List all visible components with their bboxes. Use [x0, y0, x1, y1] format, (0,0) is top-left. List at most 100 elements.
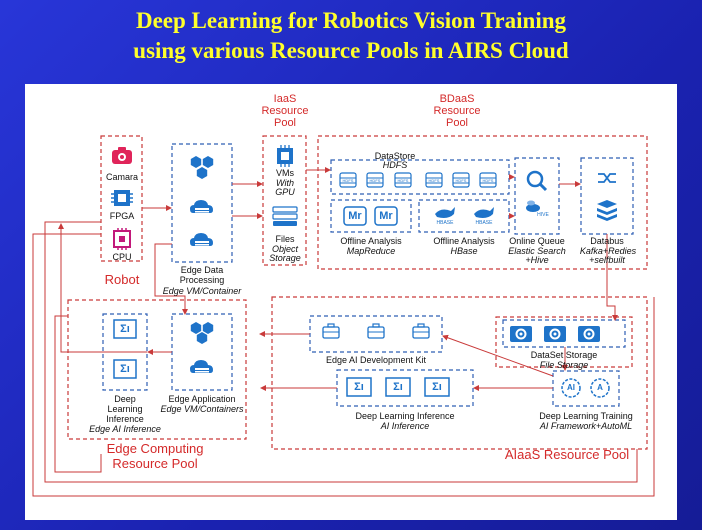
offline-analysis-1-label: Offline Analysis	[340, 236, 402, 246]
loop-line-5	[58, 223, 147, 353]
datastore-border	[330, 159, 510, 195]
edge-app-hex-icon	[190, 322, 214, 344]
offline2-border	[418, 199, 510, 233]
camera-label: Camara	[106, 172, 139, 182]
disk-1-label: HDFS	[342, 178, 354, 183]
bdaas-pool-border	[317, 135, 648, 270]
iaas-pool-border	[262, 135, 307, 266]
loop-line-3	[54, 315, 102, 473]
mapreduce-icon-1	[343, 206, 367, 226]
offline1-border	[330, 199, 412, 233]
datastore-label: DataStore	[374, 151, 416, 161]
databus-sub-2: +selfbuilt	[589, 255, 625, 265]
online-queue-sub-1: Elastic Search	[508, 246, 566, 256]
hbase-whale-icon-1	[435, 207, 455, 218]
mapreduce-text-2: Mr	[379, 210, 393, 222]
title-line-2: using various Resource Pools in AIRS Clo…	[133, 38, 569, 63]
online-queue-label: Online Queue	[509, 236, 565, 246]
cloud-server-icon	[190, 200, 213, 213]
vms-with-label: With	[276, 178, 294, 188]
databus-border	[580, 157, 634, 235]
iaas-pool-title-1: IaaS	[273, 93, 297, 105]
hbase-logo-text-1: HBASE	[436, 220, 454, 226]
vms-gpu-label: GPU	[275, 187, 295, 197]
hdfs-disk-icons	[339, 172, 497, 188]
loop-line-1	[44, 221, 638, 483]
hbase-whale-icon-2	[474, 207, 494, 218]
title-line-1: Deep Learning for Robotics Vision Traini…	[135, 8, 566, 33]
edge-dl-border	[102, 313, 148, 391]
dataset-box-border	[502, 319, 626, 348]
cpu-icon	[113, 228, 131, 250]
edge-computing-pool-title-2: Resource Pool	[112, 456, 198, 471]
iaas-pool-title-2: Resource	[261, 105, 309, 117]
ai-inference-label: AI Inference	[380, 421, 430, 431]
diagram-graphics	[32, 135, 655, 497]
search-icon	[526, 170, 548, 192]
databus-sub-1: Kafka+Redies	[579, 246, 637, 256]
sigma-boxes	[113, 319, 450, 397]
edge-app-cloud-icon	[190, 360, 213, 373]
cloud-server-icon-2	[190, 233, 213, 246]
edge-dl-label-2: Learning	[107, 404, 143, 414]
aiaas-pool-title: AIaaS Resource Pool	[504, 447, 630, 462]
ai-head-icon	[561, 378, 581, 398]
edge-data-border	[171, 143, 233, 263]
edge-app-border	[171, 313, 233, 391]
sigma-4: Σı	[393, 381, 403, 393]
disk-5-label: HDFS	[455, 178, 467, 183]
bdaas-pool-title-1: BDaaS	[439, 93, 475, 105]
shuffle-icon	[598, 173, 616, 183]
dli-label: Deep Learning Inference	[355, 411, 455, 421]
edge-dl-label-1: Deep	[114, 394, 136, 404]
devkit-briefcase-icons	[322, 323, 430, 339]
databus-label: Databus	[590, 236, 624, 246]
storage-label: Storage	[269, 253, 301, 263]
arrow-dlt-to-devkit	[442, 334, 554, 377]
devkit-label: Edge AI Development Kit	[325, 355, 427, 365]
vms-label: VMs	[276, 168, 294, 178]
ai-icon-text: AI	[567, 383, 575, 392]
dlt-label: Deep Learning Training	[539, 411, 633, 421]
sigma-5: Σı	[432, 381, 442, 393]
disk-6-label: HDFS	[482, 178, 494, 183]
robot-label: Robot	[104, 272, 140, 287]
pool-borders	[67, 135, 648, 450]
disk-3-label: HDFS	[397, 178, 409, 183]
aiaas-pool-border	[271, 296, 648, 450]
sigma-1: Σı	[120, 323, 130, 335]
cpu-label: CPU	[112, 252, 132, 262]
hive-bee-icon	[526, 200, 540, 212]
iaas-pool-title-3: Pool	[273, 117, 297, 129]
mapreduce-text-1: Mr	[348, 210, 362, 222]
online-queue-border	[514, 157, 560, 235]
arrow-databus-to-dataset	[606, 234, 618, 321]
hive-logo-text: HIVE	[537, 212, 549, 218]
sigma-3: Σı	[354, 381, 364, 393]
edge-computing-pool-border	[67, 299, 247, 440]
offline-analysis-2-sub: HBase	[450, 246, 478, 256]
bdaas-pool-title-3: Pool	[445, 117, 469, 129]
online-queue-sub-2: +Hive	[525, 255, 549, 265]
fpga-label: FPGA	[109, 211, 135, 221]
edge-computing-pool-title-1: Edge Computing	[106, 441, 204, 456]
hexagon-cluster-icon	[190, 156, 214, 179]
loop-line-2	[32, 233, 655, 497]
edge-data-label-2: Processing	[179, 275, 225, 285]
dataset-storage-label: DataSet Storage	[530, 350, 598, 360]
hbase-logo-text-2: HBASE	[475, 220, 493, 226]
object-label: Object	[271, 244, 298, 254]
mapreduce-icon-2	[374, 206, 398, 226]
automl-icon	[590, 378, 610, 398]
slide-title: Deep Learning for Robotics Vision Traini…	[0, 6, 702, 66]
loop-line-4	[154, 243, 188, 315]
edge-ai-inference-label: Edge AI Inference	[89, 424, 161, 434]
dataset-gear-icons	[509, 325, 601, 343]
disk-2-label: HDFS	[369, 178, 381, 183]
disk-4-label: HDFS	[428, 178, 440, 183]
edge-data-label-1: Edge Data	[180, 265, 224, 275]
files-label: Files	[275, 234, 295, 244]
offline-analysis-1-sub: MapReduce	[346, 246, 396, 256]
edge-app-sublabel: Edge VM/Containers	[160, 404, 244, 414]
sigma-2: Σı	[120, 363, 130, 375]
